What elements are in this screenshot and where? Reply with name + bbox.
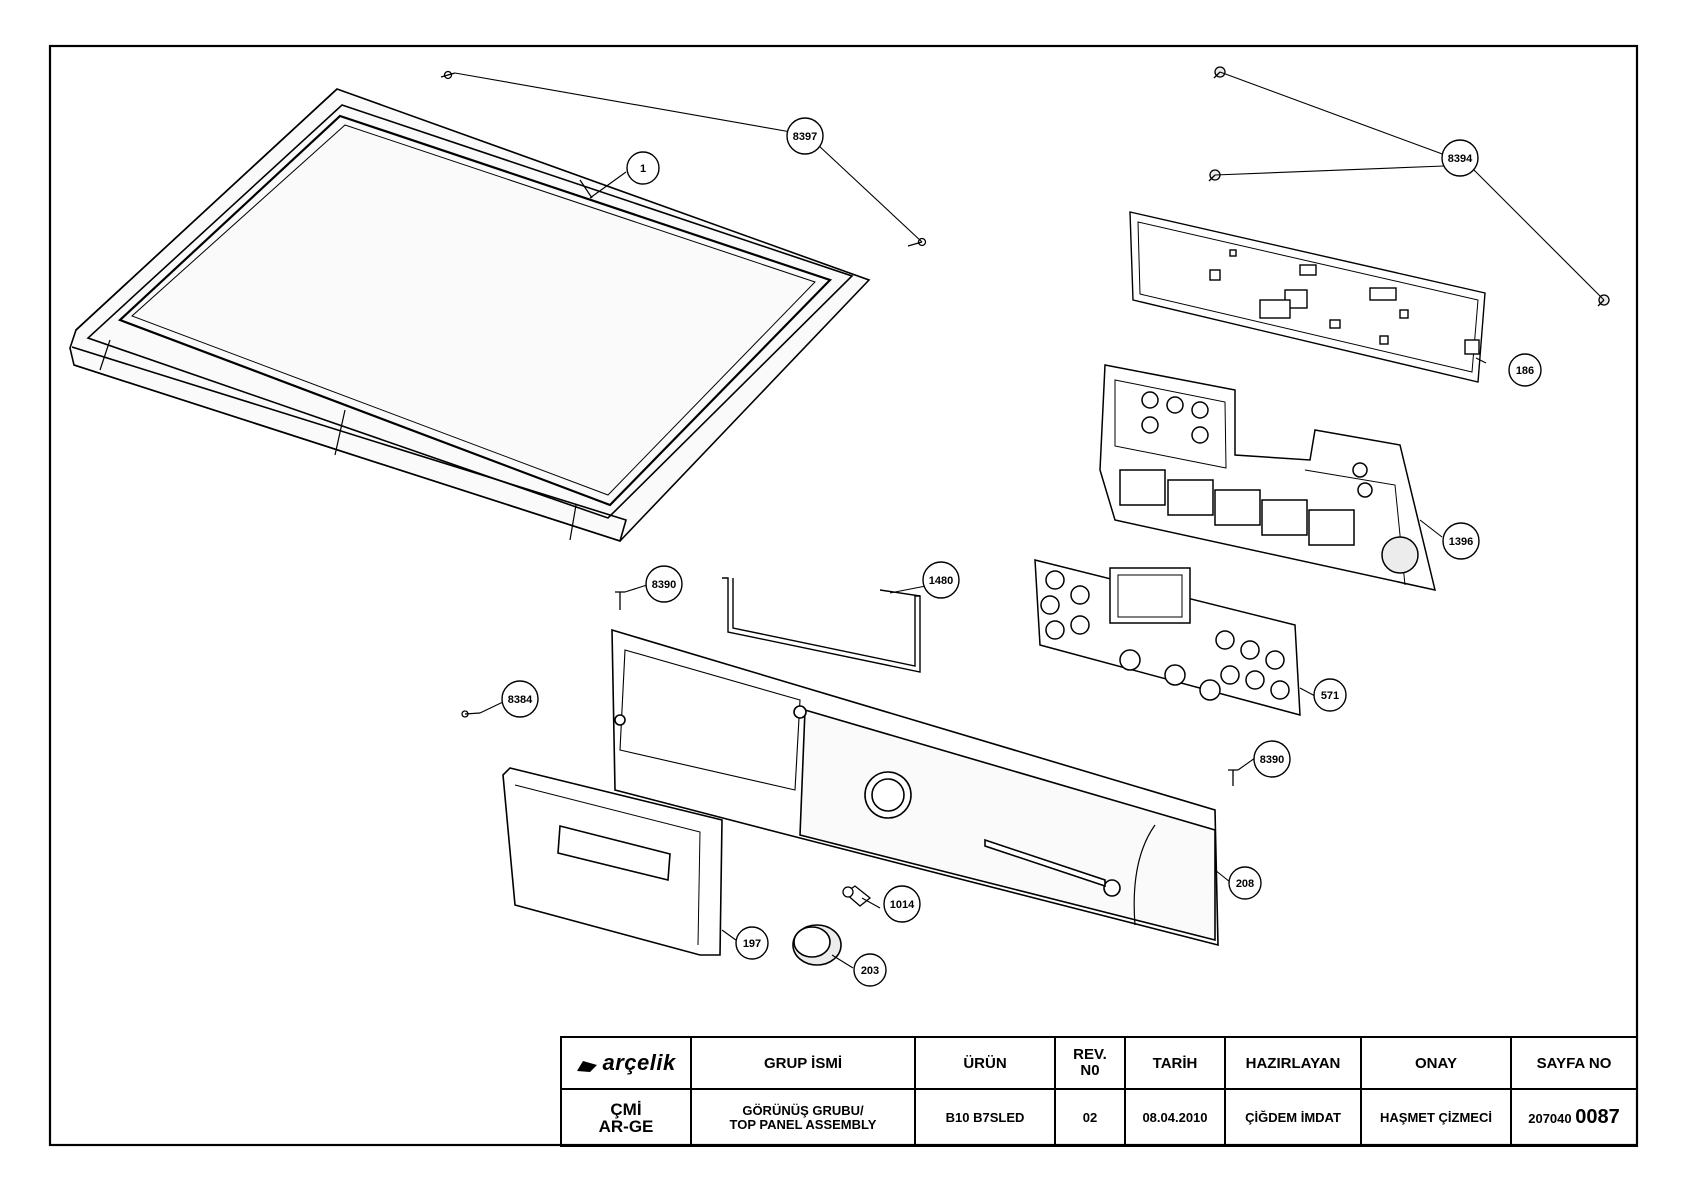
svg-text:8394: 8394 xyxy=(1448,153,1473,165)
callout-1396: 1396 xyxy=(1442,522,1480,560)
top-panel-part xyxy=(69,88,871,543)
screw-8384 xyxy=(461,710,481,718)
svg-text:1480: 1480 xyxy=(929,575,953,587)
svg-text:571: 571 xyxy=(1321,690,1339,702)
svg-text:1014: 1014 xyxy=(890,899,915,911)
header-date: TARİH xyxy=(1124,1036,1226,1090)
brand-name: arçelik xyxy=(602,1050,676,1075)
screw-8397-a xyxy=(440,70,456,80)
page-no-suffix: 0087 xyxy=(1575,1106,1620,1128)
rev-value: 02 xyxy=(1054,1088,1126,1147)
svg-text:1: 1 xyxy=(640,163,646,175)
svg-text:186: 186 xyxy=(1516,365,1534,377)
screw-8394-a xyxy=(1213,66,1226,79)
title-block: arçelik GRUP İSMİ ÜRÜN REV. N0 TARİH HAZ… xyxy=(560,1036,1638,1147)
svg-text:8390: 8390 xyxy=(1260,754,1284,766)
svg-text:8390: 8390 xyxy=(652,579,676,591)
light-guide-part xyxy=(722,577,921,673)
spindle-part xyxy=(842,885,872,907)
callout-208: 208 xyxy=(1228,866,1262,900)
page-no-prefix: 207040 xyxy=(1528,1111,1572,1126)
control-panel-part xyxy=(611,628,1219,947)
svg-text:8397: 8397 xyxy=(793,131,817,143)
drawer-handle-part xyxy=(502,767,723,956)
callout-1: 1 xyxy=(626,151,660,185)
svg-text:1396: 1396 xyxy=(1449,536,1473,548)
svg-text:8384: 8384 xyxy=(508,694,533,706)
callout-197: 197 xyxy=(735,926,769,960)
group-name-line2: TOP PANEL ASSEMBLY xyxy=(729,1116,877,1132)
callout-1014: 1014 xyxy=(883,885,921,923)
brand-logo: arçelik xyxy=(560,1036,692,1090)
approval-value: HAŞMET ÇİZMECİ xyxy=(1360,1088,1512,1147)
department-line1: ÇMİ xyxy=(610,1099,642,1119)
screw-8397-b xyxy=(907,237,927,247)
callout-186: 186 xyxy=(1508,353,1542,387)
callout-8394: 8394 xyxy=(1441,139,1479,177)
prepared-by-value: ÇİĞDEM İMDAT xyxy=(1224,1088,1362,1147)
callout-571: 571 xyxy=(1313,678,1347,712)
callout-1480: 1480 xyxy=(922,561,960,599)
header-page-no: SAYFA NO xyxy=(1510,1036,1638,1090)
brand-logo-icon xyxy=(577,1061,598,1073)
date-value: 08.04.2010 xyxy=(1124,1088,1226,1147)
electronic-card-part xyxy=(1129,211,1486,383)
header-rev-line1: REV. xyxy=(1073,1046,1107,1063)
group-name-line1: GÖRÜNÜŞ GRUBU/ xyxy=(742,1102,864,1118)
screw-8394-c xyxy=(1597,294,1610,307)
screw-8390-b xyxy=(1228,769,1238,786)
department: ÇMİ AR-GE xyxy=(560,1088,692,1147)
svg-text:208: 208 xyxy=(1236,878,1254,890)
button-holder-part xyxy=(1099,364,1437,591)
svg-text:197: 197 xyxy=(743,938,761,950)
header-rev-line2: N0 xyxy=(1080,1062,1100,1079)
button-grid-part xyxy=(1034,559,1301,716)
callout-8390-a: 8390 xyxy=(645,565,683,603)
callout-203: 203 xyxy=(853,953,887,987)
header-group-name: GRUP İSMİ xyxy=(690,1036,916,1090)
header-product: ÜRÜN xyxy=(914,1036,1056,1090)
header-approval: ONAY xyxy=(1360,1036,1512,1090)
screw-8390-a xyxy=(615,591,625,610)
header-prepared-by: HAZIRLAYAN xyxy=(1224,1036,1362,1090)
svg-text:203: 203 xyxy=(861,965,879,977)
callout-8384: 8384 xyxy=(501,680,539,718)
callout-8390-b: 8390 xyxy=(1253,740,1291,778)
callouts: 1 8397 8394 186 1396 571 1480 8390 8384 … xyxy=(501,117,1542,987)
screw-8394-b xyxy=(1208,169,1221,182)
page-no-value: 207040 0087 xyxy=(1510,1088,1638,1147)
knob-part xyxy=(792,924,842,966)
group-name: GÖRÜNÜŞ GRUBU/ TOP PANEL ASSEMBLY xyxy=(690,1088,916,1147)
callout-8397: 8397 xyxy=(786,117,824,155)
product-value: B10 B7SLED xyxy=(914,1088,1056,1147)
department-line2: AR-GE xyxy=(598,1116,654,1136)
header-rev: REV. N0 xyxy=(1054,1036,1126,1090)
